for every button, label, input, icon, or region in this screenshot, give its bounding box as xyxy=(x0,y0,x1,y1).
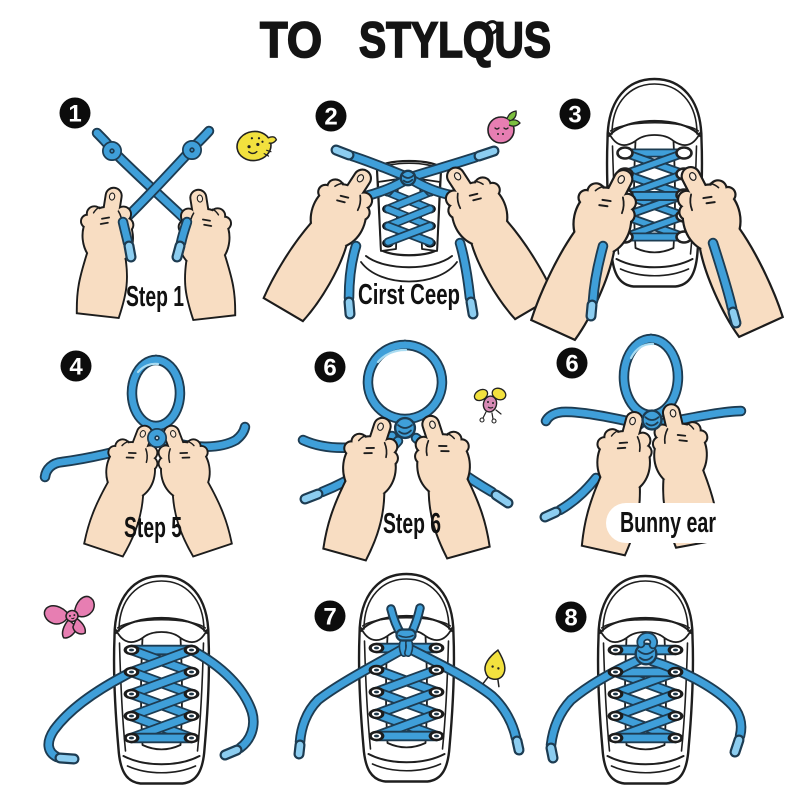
svg-text:6: 6 xyxy=(565,351,578,378)
svg-text:6: 6 xyxy=(323,355,336,382)
svg-text:2: 2 xyxy=(324,104,337,131)
svg-text:Step 6: Step 6 xyxy=(383,508,441,540)
svg-text:TO: TO xyxy=(260,12,322,68)
svg-text:Cirst Ceep: Cirst Ceep xyxy=(358,279,460,311)
svg-text:3: 3 xyxy=(568,102,581,129)
svg-text:8: 8 xyxy=(564,605,577,632)
svg-text:STYLQUS: STYLQUS xyxy=(359,12,551,68)
svg-text:Step 1: Step 1 xyxy=(126,281,184,313)
svg-text:Bunny ear: Bunny ear xyxy=(620,507,716,539)
svg-text:Step 5: Step 5 xyxy=(124,512,182,544)
svg-text:7: 7 xyxy=(323,604,336,631)
svg-text:1: 1 xyxy=(68,101,81,128)
svg-text:4: 4 xyxy=(69,354,83,381)
